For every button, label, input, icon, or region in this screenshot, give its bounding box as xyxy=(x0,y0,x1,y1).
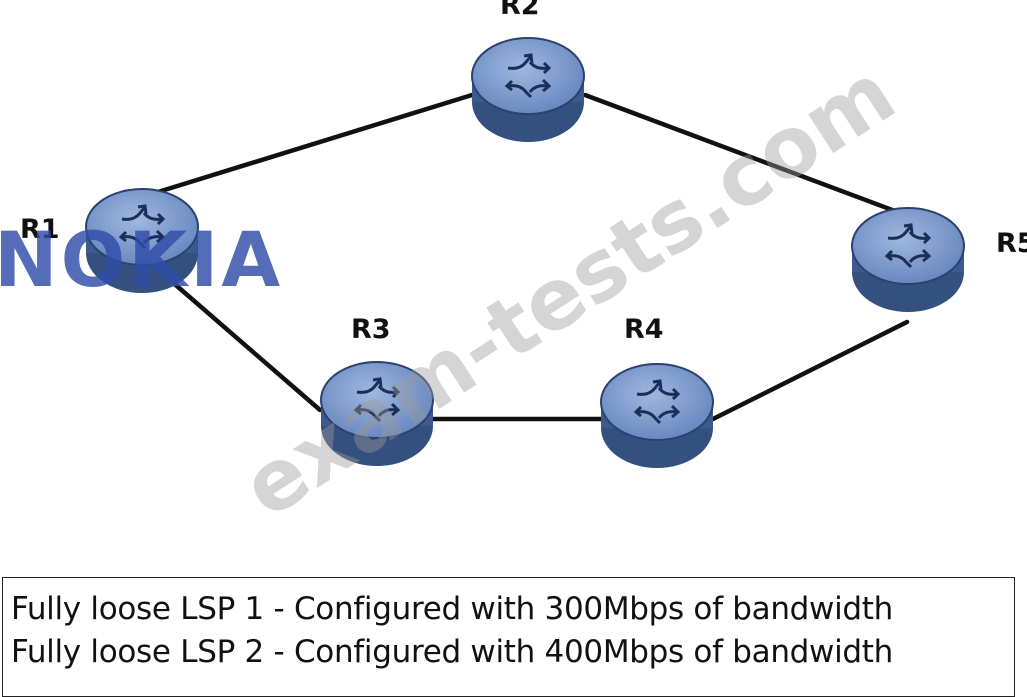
router-r3 xyxy=(320,361,434,466)
link-r1-r3 xyxy=(167,277,323,413)
router-icon xyxy=(471,37,585,142)
router-icon xyxy=(851,207,965,312)
link-r4-r5 xyxy=(710,319,910,422)
router-r2 xyxy=(471,37,585,142)
router-r4 xyxy=(600,363,714,468)
link-r2-r5 xyxy=(582,92,906,217)
note-line-lsp1: Fully loose LSP 1 - Configured with 300M… xyxy=(11,591,894,627)
router-label-r5: R5 xyxy=(996,228,1027,259)
router-label-r4: R4 xyxy=(624,314,664,345)
links-layer xyxy=(142,92,910,422)
nokia-logo: NOKIA xyxy=(0,215,283,304)
router-icon xyxy=(85,188,199,293)
router-label-r2: R2 xyxy=(500,0,540,21)
router-icon xyxy=(320,361,434,466)
router-label-r3: R3 xyxy=(351,314,391,345)
router-label-r1: R1 xyxy=(20,214,60,245)
router-r5 xyxy=(851,207,965,312)
lsp-note-box: Fully loose LSP 1 - Configured with 300M… xyxy=(2,577,1015,697)
link-r1-r2 xyxy=(142,92,475,199)
network-topology-diagram: R1 R2 R3 R4 R5 NOKIA exam-tests.com xyxy=(0,0,1027,537)
note-line-lsp2: Fully loose LSP 2 - Configured with 400M… xyxy=(11,634,894,670)
router-r1 xyxy=(85,188,199,293)
router-icon xyxy=(600,363,714,468)
